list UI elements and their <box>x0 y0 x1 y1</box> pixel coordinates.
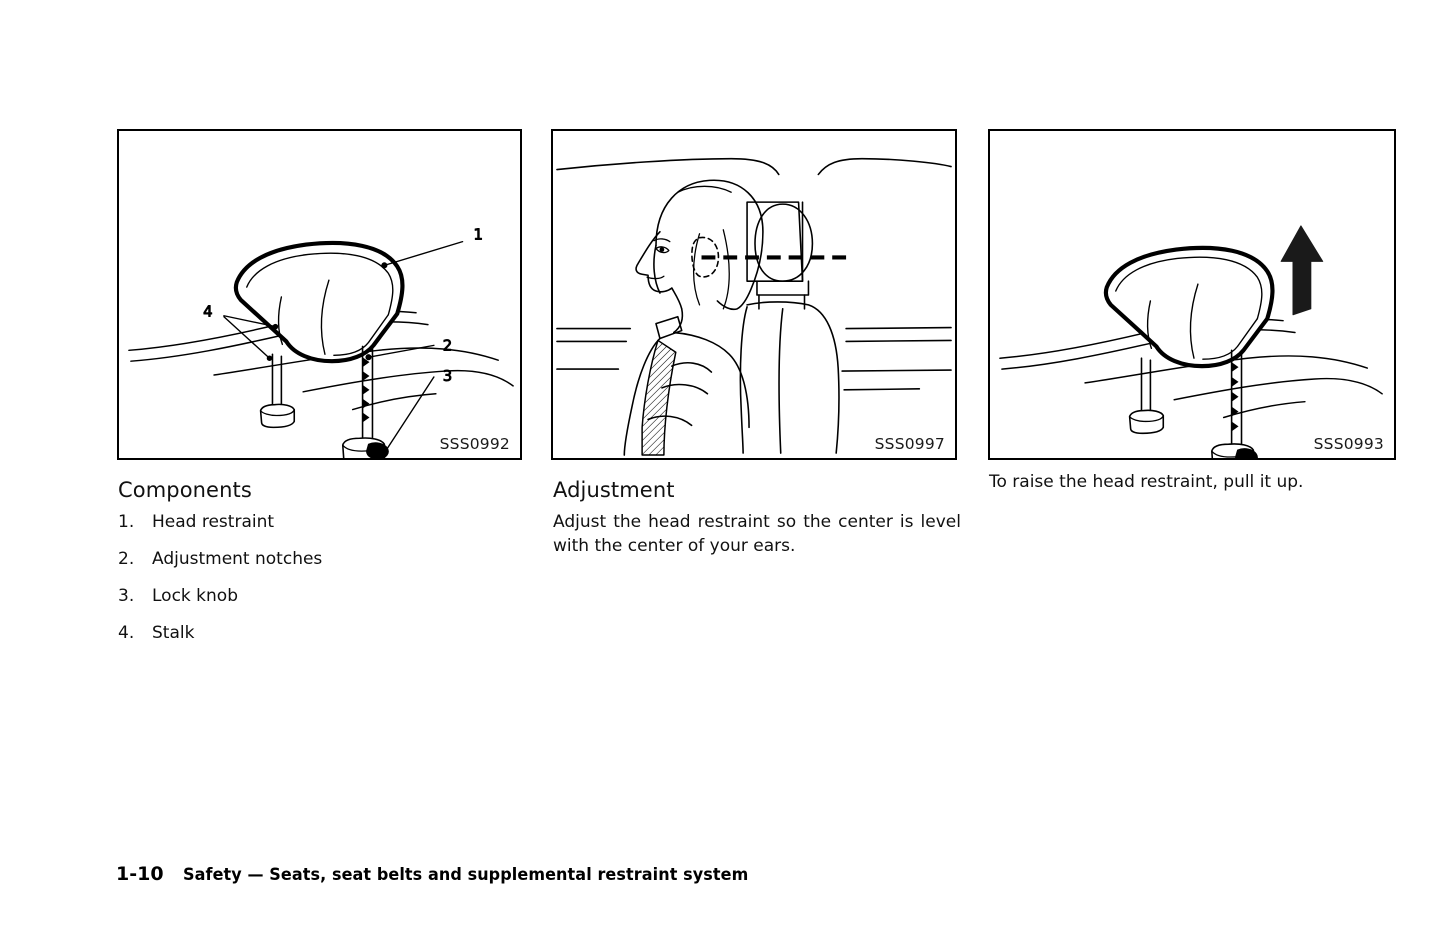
list-item: 2. Adjustment notches <box>118 547 528 571</box>
list-item-number: 3. <box>118 585 135 606</box>
figure-3-caption: SSS0993 <box>1313 435 1384 453</box>
list-item-label: Stalk <box>152 622 195 643</box>
footer-page-number: 1-10 <box>116 863 164 885</box>
up-arrow-icon <box>1280 225 1324 316</box>
list-item: 3. Lock knob <box>118 584 528 608</box>
list-item-number: 1. <box>118 511 135 532</box>
footer-section-title: Safety — Seats, seat belts and supplemen… <box>182 865 748 884</box>
figure-2-illustration <box>556 157 952 456</box>
list-item: 4. Stalk <box>118 621 528 645</box>
raise-body: To raise the head restraint, pull it up. <box>989 472 1304 492</box>
figure1-callout-4: 4 <box>203 304 212 321</box>
figure-1-illustration: 1 2 3 4 <box>128 226 514 458</box>
page-footer: 1-10 Safety — Seats, seat belts and supp… <box>116 863 765 885</box>
components-heading: Components <box>118 478 252 502</box>
list-item: 1. Head restraint <box>118 510 528 534</box>
figure-1-caption: SSS0992 <box>439 435 510 453</box>
list-item-number: 2. <box>118 548 135 569</box>
components-list: 1. Head restraint 2. Adjustment notches … <box>118 510 528 646</box>
adjustment-heading: Adjustment <box>553 478 675 502</box>
components-column: Components 1. Head restraint 2. Adjustme… <box>118 478 528 658</box>
list-item-number: 4. <box>118 622 135 643</box>
figure-3-illustration <box>999 225 1383 458</box>
raise-column: To raise the head restraint, pull it up. <box>989 470 1399 494</box>
adjustment-column: Adjustment Adjust the head restraint so … <box>553 478 961 558</box>
list-item-label: Head restraint <box>152 511 275 532</box>
figure-head-restraint-raise: SSS0993 <box>988 129 1396 460</box>
figure1-callout-3: 3 <box>443 368 452 385</box>
list-item-label: Lock knob <box>152 585 238 606</box>
figure-head-restraint-adjustment: SSS0997 <box>551 129 957 460</box>
figure1-callout-1: 1 <box>473 227 482 244</box>
figure1-callout-2: 2 <box>443 337 452 354</box>
list-item-label: Adjustment notches <box>152 548 323 569</box>
figure-head-restraint-components: 1 2 3 4 SSS0992 <box>117 129 522 460</box>
adjustment-body: Adjust the head restraint so the center … <box>553 511 961 556</box>
figure-2-caption: SSS0997 <box>874 435 945 453</box>
